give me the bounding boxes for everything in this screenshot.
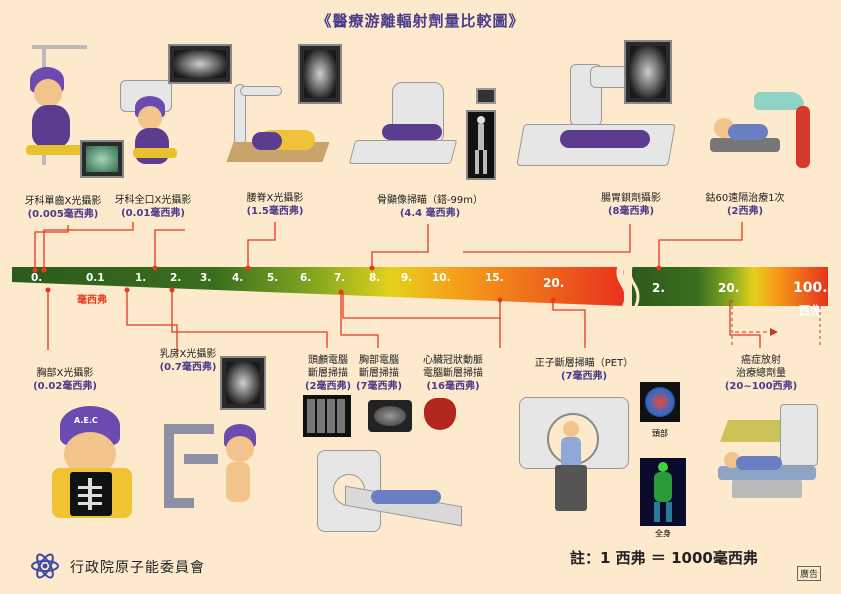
page-title: 《醫療游離輻射劑量比較圖》 (316, 12, 525, 30)
mammography-illustration (160, 418, 270, 513)
dental-xray-film (80, 140, 124, 178)
tick-10: 10. (432, 272, 451, 284)
label-chest-ct: 胸部電腦斷層掃描(7毫西弗) (355, 355, 403, 392)
label-pet: 正子斷層掃瞄（PET）(7毫西弗) (534, 358, 634, 382)
tick-sv-2: 2. (652, 281, 665, 295)
gi-barium-illustration (516, 60, 680, 190)
label-dental-panoramic: 牙科全口X光攝影(0.01毫西弗) (114, 195, 192, 219)
radiotherapy-illustration (712, 402, 822, 502)
tick-3: 3. (200, 272, 212, 284)
label-mammography: 乳房X光攝影(0.7毫西弗) (159, 349, 217, 373)
tick-6: 6. (300, 272, 312, 284)
bone-scan-monitor (476, 88, 496, 104)
tick-0.1: 0.1 (86, 272, 105, 284)
pet-scanner-illustration (515, 395, 630, 515)
label-cobalt: 鈷60遠隔治療1次(2西弗) (705, 193, 785, 217)
bone-scan-image (466, 110, 496, 180)
tick-sv-100: 100. (793, 280, 828, 296)
label-gi-barium: 腸胃鋇劑攝影(8毫西弗) (601, 193, 661, 217)
label-head-ct: 頭顱電腦斷層掃描(2毫西弗) (304, 355, 352, 392)
label-chest-xray: 胸部X光攝影(0.02毫西弗) (33, 368, 97, 392)
chest-ct-image (368, 400, 412, 432)
org-name: 行政院原子能委員會 (70, 560, 205, 576)
tick-5: 5. (267, 272, 279, 284)
pet-head-image (640, 382, 680, 422)
label-lumbar: 腰脊X光攝影(1.5毫西弗) (246, 193, 304, 217)
lumbar-xray-film (298, 44, 342, 104)
label-dental-single: 牙科單齒X光攝影(0.005毫西弗) (24, 196, 102, 220)
label-bone-scan: 骨顯像掃瞄（鎝-99m）(4.4 毫西弗) (376, 195, 484, 219)
mascot-helmet-text: A.E.C (74, 416, 98, 425)
cobalt-therapy-illustration (700, 88, 820, 188)
mammogram-film (220, 356, 266, 410)
tick-15: 15. (485, 272, 504, 284)
aec-logo-icon (30, 551, 60, 581)
msv-unit-label: 毫西弗 (77, 295, 107, 306)
tick-7: 7. (334, 272, 346, 284)
head-ct-image (303, 395, 351, 437)
pet-body-image (640, 458, 686, 526)
dental-single-illustration (20, 45, 90, 185)
panoramic-xray-film (168, 44, 232, 84)
tick-4: 4. (232, 272, 244, 284)
pet-head-label: 頭部 (652, 429, 668, 438)
tick-9: 9. (401, 272, 413, 284)
pet-body-label: 全身 (655, 529, 671, 538)
tick-2: 2. (170, 272, 182, 284)
bone-scan-illustration (348, 78, 462, 178)
mascot-illustration: A.E.C (44, 402, 144, 530)
dose-scale-bar (12, 260, 828, 312)
label-cardiac-ct: 心臟冠狀動脈電腦斷層掃描(16毫西弗) (423, 355, 483, 392)
tick-0: 0. (31, 272, 43, 284)
unit-note: 註：1 西弗 ＝ 1000毫西弗 (570, 549, 758, 567)
gi-xray-film (624, 40, 672, 104)
sv-unit-label: 西弗 (799, 304, 821, 317)
cardiac-ct-image (420, 392, 460, 436)
label-cancer-therapy: 癌症放射治療總劑量(20~100西弗) (724, 355, 798, 392)
tick-8: 8. (369, 272, 381, 284)
tick-sv-20: 20. (718, 281, 740, 295)
tick-1: 1. (135, 272, 147, 284)
dental-panoramic-illustration (115, 70, 180, 190)
tick-20: 20. (543, 276, 565, 290)
ct-machine-illustration (315, 446, 465, 556)
lumbar-xray-illustration (226, 80, 330, 190)
ad-badge: 廣告 (797, 566, 822, 581)
